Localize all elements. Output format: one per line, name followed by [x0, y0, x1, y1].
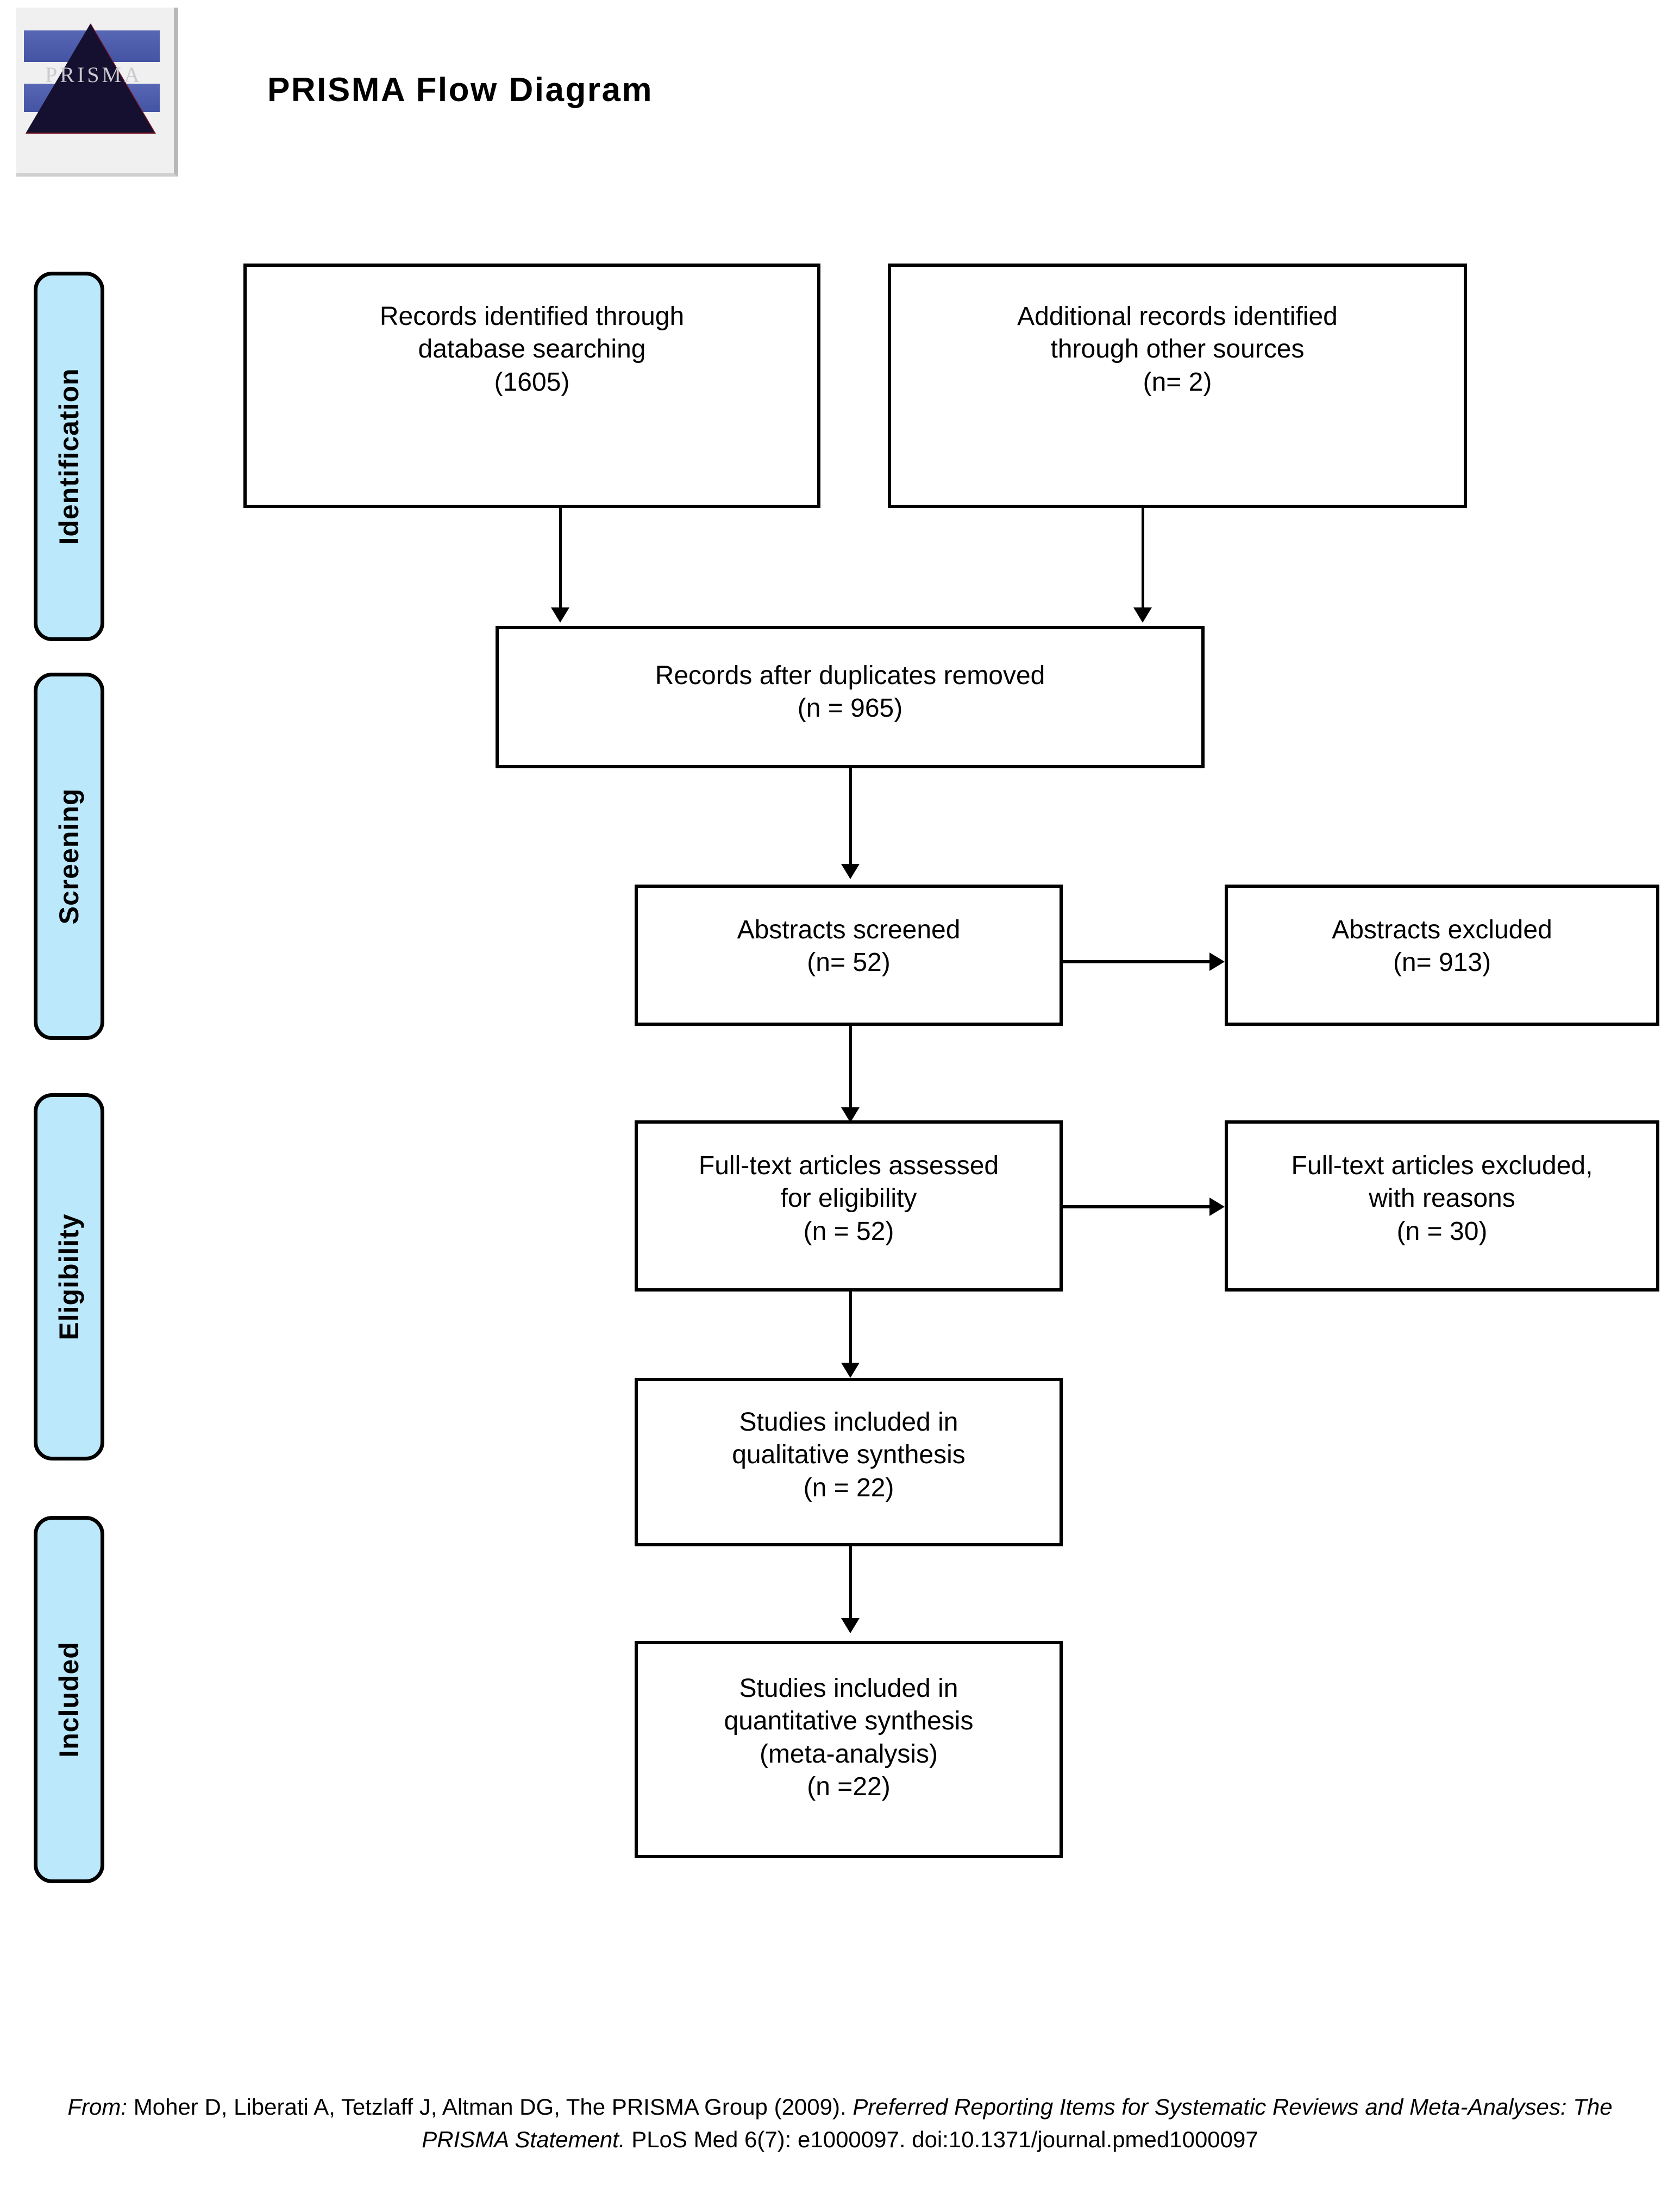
box-line: (n = 30) [1396, 1217, 1488, 1246]
arrowhead-duplicates-to-abstracts [841, 864, 860, 879]
box-line: (n =22) [807, 1772, 891, 1802]
box-line: Abstracts screened [737, 916, 961, 944]
box-additional-records-other-sources: Additional records identified through ot… [888, 264, 1467, 508]
box-line: (n= 913) [1393, 948, 1491, 977]
stage-tab-identification-label: Identification [54, 368, 84, 545]
stage-tab-included: Included [34, 1516, 104, 1883]
logo-triangle-icon [26, 24, 154, 133]
box-line: (n= 2) [1143, 367, 1212, 397]
stage-tab-eligibility: Eligibility [34, 1093, 104, 1460]
box-line: Abstracts excluded [1332, 916, 1552, 944]
box-records-identified-database-searching: Records identified through database sear… [243, 264, 820, 508]
box-full-text-articles-excluded: Full-text articles excluded, with reason… [1225, 1120, 1659, 1292]
citation-source: PLoS Med 6(7): e1000097. doi:10.1371/jou… [631, 2126, 1258, 2152]
box-studies-included-quantitative-synthesis: Studies included in quantitative synthes… [635, 1641, 1063, 1858]
connector-screened-to-excluded [1063, 960, 1211, 963]
stage-tab-eligibility-label: Eligibility [54, 1213, 84, 1340]
box-line: quantitative synthesis [724, 1707, 974, 1736]
stage-tab-screening: Screening [34, 673, 104, 1040]
box-line: (meta-analysis) [759, 1739, 938, 1769]
connector-duplicates-to-abstracts [849, 768, 852, 874]
citation-title: Preferred Reporting Items for Systematic… [422, 2094, 1613, 2152]
box-records-after-duplicates-removed: Records after duplicates removed (n = 96… [496, 626, 1205, 768]
box-line: Full-text articles excluded, [1291, 1151, 1593, 1180]
box-line: Studies included in [739, 1408, 958, 1437]
citation: From: Moher D, Liberati A, Tetzlaff J, A… [0, 2091, 1680, 2155]
arrowhead-fulltext-to-qualitative [841, 1363, 860, 1378]
box-line: (n = 52) [803, 1217, 894, 1246]
box-line: Full-text articles assessed [698, 1151, 999, 1180]
box-abstracts-excluded: Abstracts excluded (n= 913) [1225, 885, 1659, 1026]
arrowhead-screened-to-excluded [1209, 952, 1225, 971]
box-line: Records identified through [379, 302, 685, 331]
arrowhead-other-to-duplicates [1133, 607, 1152, 623]
arrowhead-abstracts-to-fulltext [841, 1107, 860, 1123]
box-line: Records after duplicates removed [655, 661, 1045, 690]
box-abstracts-screened: Abstracts screened (n= 52) [635, 885, 1063, 1026]
arrowhead-fulltext-to-excluded [1209, 1198, 1225, 1216]
box-line: Additional records identified [1017, 302, 1338, 331]
stage-tab-identification: Identification [34, 272, 104, 641]
box-line: Studies included in [739, 1674, 958, 1703]
connector-qualitative-to-quantitative [849, 1546, 852, 1628]
box-line: (n = 22) [803, 1473, 894, 1502]
connector-other-to-duplicates [1142, 508, 1144, 618]
page-title: PRISMA Flow Diagram [267, 71, 654, 109]
connector-fulltext-to-excluded [1063, 1205, 1211, 1208]
connector-db-to-duplicates [559, 508, 562, 618]
box-full-text-articles-assessed: Full-text articles assessed for eligibil… [635, 1120, 1063, 1292]
box-line: (1605) [494, 367, 570, 397]
connector-abstracts-to-fulltext [849, 1026, 852, 1117]
box-line: (n = 965) [797, 694, 903, 723]
stage-tab-screening-label: Screening [54, 788, 84, 925]
box-line: database searching [418, 335, 646, 364]
box-line: (n= 52) [807, 948, 891, 977]
box-line: through other sources [1050, 335, 1305, 364]
citation-authors: Moher D, Liberati A, Tetzlaff J, Altman … [133, 2094, 847, 2120]
box-line: for eligibility [780, 1184, 917, 1213]
citation-from-label: From: [67, 2094, 128, 2120]
prisma-logo: PRISMA [16, 8, 178, 177]
connector-fulltext-to-qualitative [849, 1292, 852, 1372]
stage-tab-included-label: Included [54, 1641, 84, 1758]
box-line: qualitative synthesis [732, 1440, 966, 1470]
logo-wordmark: PRISMA [45, 62, 142, 87]
box-line: with reasons [1369, 1184, 1515, 1213]
box-studies-included-qualitative-synthesis: Studies included in qualitative synthesi… [635, 1378, 1063, 1546]
arrowhead-db-to-duplicates [551, 607, 569, 623]
arrowhead-qualitative-to-quantitative [841, 1618, 860, 1633]
